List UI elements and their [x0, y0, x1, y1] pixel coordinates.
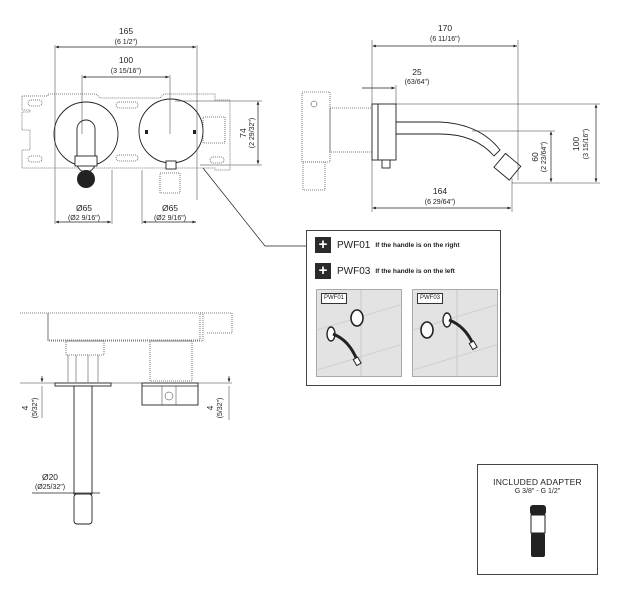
dim-164: 164	[433, 186, 447, 196]
included-adapter-box: INCLUDED ADAPTER G 3/8" - G 1/2"	[477, 464, 598, 575]
dim-170: 170	[438, 23, 452, 33]
dim-74-in: (2 29/32")	[249, 118, 256, 149]
dim-4-left: 4	[20, 405, 30, 410]
dim-right-diameter-in: (Ø2 9/16")	[154, 215, 186, 222]
dim-25-in: (63/64")	[405, 79, 430, 86]
leader-line	[202, 167, 306, 247]
option-code: PWF03	[337, 265, 371, 277]
dim-100-in: (3 15/16")	[111, 68, 142, 75]
dim-left-diameter-in: (Ø2 9/16")	[68, 215, 100, 222]
thumbnail-label: PWF03	[417, 293, 444, 304]
side-view: 170 (6 11/16") 25 (63/64") 60 (2 23/64")…	[301, 23, 600, 212]
top-view: 4 (5/32") 4 (5/32") Ø20 (Ø25/32")	[20, 312, 233, 525]
options-panel: + PWF01 If the handle is on the right + …	[306, 230, 501, 386]
thumbnail-label: PWF01	[321, 293, 348, 304]
dim-60: 60	[530, 152, 540, 162]
option-code: PWF01	[337, 239, 371, 251]
dim-spout-diameter-in: (Ø25/32")	[35, 484, 65, 491]
adapter-illustration	[529, 505, 546, 557]
dim-165-in: (6 1/2")	[115, 39, 138, 46]
dim-spout-diameter: Ø20	[42, 472, 58, 482]
dim-164-in: (6 29/64")	[425, 199, 456, 206]
faucet-left-handle-illustration	[413, 290, 497, 376]
dim-74: 74	[238, 128, 248, 138]
dim-left-diameter: Ø65	[76, 203, 92, 213]
plus-icon: +	[315, 263, 331, 279]
thumbnail-pwf03: PWF03	[412, 289, 498, 377]
dim-100: 100	[119, 55, 133, 65]
option-pwf03: + PWF03 If the handle is on the left	[315, 263, 455, 279]
thumbnail-pwf01: PWF01	[316, 289, 402, 377]
adapter-thread-spec: G 3/8" - G 1/2"	[514, 488, 561, 495]
option-description: If the handle is on the right	[375, 241, 460, 249]
faucet-right-handle-illustration	[317, 290, 401, 376]
option-pwf01: + PWF01 If the handle is on the right	[315, 237, 460, 253]
dim-4-left-in: (5/32")	[32, 398, 39, 419]
dim-165: 165	[119, 26, 133, 36]
dim-100-side: 100	[571, 137, 581, 151]
dim-60-in: (2 23/64")	[541, 142, 548, 173]
front-view: 165 (6 1/2") 100 (3 15/16") 74 (2 29/32"…	[21, 26, 306, 247]
adapter-title: INCLUDED ADAPTER	[493, 477, 582, 487]
dim-25: 25	[412, 67, 422, 77]
dim-4-right-in: (5/32")	[217, 398, 224, 419]
dim-right-diameter: Ø65	[162, 203, 178, 213]
option-description: If the handle is on the left	[375, 267, 455, 275]
dim-100-side-in: (3 15/16")	[583, 129, 590, 160]
plus-icon: +	[315, 237, 331, 253]
dim-170-in: (6 11/16")	[430, 36, 460, 43]
dim-4-right: 4	[205, 405, 215, 410]
